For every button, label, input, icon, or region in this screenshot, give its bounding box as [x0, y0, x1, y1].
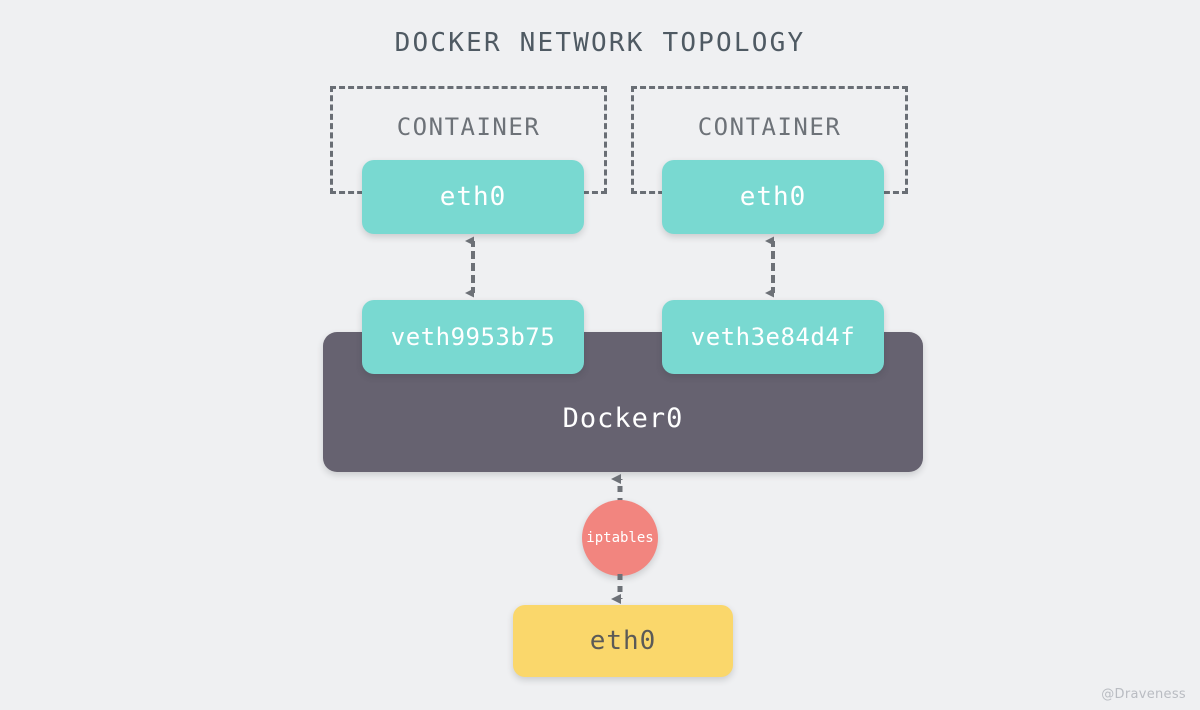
container-2-eth0-label: eth0 [739, 182, 807, 212]
container-1-eth0-label: eth0 [439, 182, 507, 212]
host-eth0-node[interactable]: eth0 [513, 605, 733, 677]
iptables-label: iptables [586, 530, 654, 546]
watermark: @Draveness [1101, 687, 1186, 702]
container-1-eth0-node[interactable]: eth0 [362, 160, 584, 234]
connector-docker0-iptables [610, 468, 630, 508]
container-label-1: CONTAINER [396, 113, 541, 141]
connector-container1-veth-svg [465, 236, 475, 298]
docker0-label: Docker0 [562, 403, 684, 434]
page-title: DOCKER NETWORK TOPOLOGY [394, 28, 806, 58]
connector-iptables-host-eth0-svg [611, 574, 623, 604]
veth9953b75-node[interactable]: veth9953b75 [362, 300, 584, 374]
veth3e84d4f-node[interactable]: veth3e84d4f [662, 300, 884, 374]
container-2-eth0-node[interactable]: eth0 [662, 160, 884, 234]
container-label-2: CONTAINER [697, 113, 842, 141]
connector-container2-veth [763, 232, 783, 302]
connector-container2-veth-svg [765, 236, 775, 298]
host-eth0-label: eth0 [589, 626, 657, 656]
veth9953b75-label: veth9953b75 [390, 323, 556, 351]
iptables-node[interactable]: iptables [582, 500, 658, 576]
veth3e84d4f-label: veth3e84d4f [690, 323, 856, 351]
connector-container1-veth [463, 232, 483, 302]
connector-docker0-iptables-svg [611, 474, 623, 504]
connector-iptables-host-eth0 [610, 572, 630, 610]
